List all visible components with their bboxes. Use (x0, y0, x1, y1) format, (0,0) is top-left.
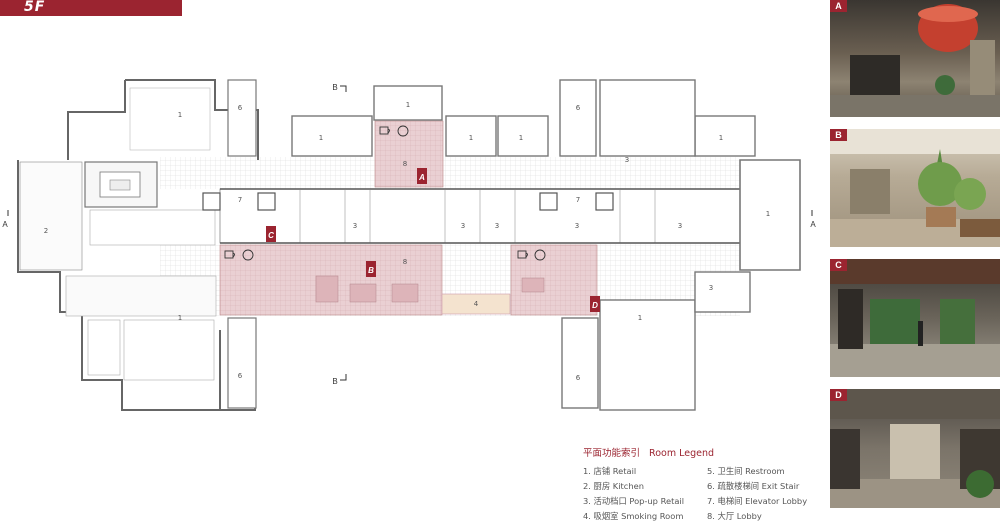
room-label: 1 (638, 314, 642, 322)
room-label: 1 (178, 111, 182, 119)
room-label: 1 (519, 134, 523, 142)
photo-b: B (830, 129, 1000, 247)
legend-item: 8. 大厅 Lobby (707, 511, 762, 521)
room-label: 4 (474, 300, 479, 308)
section-label: A (810, 220, 816, 229)
room-legend: 平面功能索引 Room Legend 1. 店铺 Retail 5. 卫生间 R… (583, 445, 823, 522)
room-label: 3 (625, 156, 629, 164)
legend-title: 平面功能索引 Room Legend (583, 445, 823, 459)
legend-item: 6. 疏散楼梯间 Exit Stair (707, 481, 800, 491)
section-label: A (2, 220, 8, 229)
legend-item: 5. 卫生间 Restroom (707, 466, 785, 476)
legend-item: 7. 电梯间 Elevator Lobby (707, 496, 808, 506)
room-label: 7 (238, 196, 242, 204)
room-label: 8 (403, 258, 407, 266)
room-label: 1 (406, 101, 410, 109)
lobby-north (374, 120, 444, 188)
legend-title-cn: 平面功能索引 (583, 448, 641, 459)
legend-title-en: Room Legend (649, 448, 715, 459)
room-label: 6 (238, 372, 243, 380)
photo-c: C (830, 259, 1000, 377)
floor-label: 5F (24, 0, 46, 15)
view-marker-b: B (368, 266, 374, 275)
floor-tag: 5F (0, 0, 182, 16)
room-label: 6 (576, 374, 581, 382)
view-marker-a: A (418, 173, 425, 182)
room-label: 1 (719, 134, 723, 142)
photo-label: A (830, 0, 847, 12)
room-label: 6 (238, 104, 243, 112)
legend-item: 2. 厨房 Kitchen (583, 481, 644, 491)
corridor-north (160, 157, 740, 189)
floor-plan: 1 1 1 1 1 1 1 1 1 2 3 3 3 3 3 3 3 4 6 6 … (2, 79, 816, 411)
view-marker-d: D (592, 301, 598, 310)
room-label: 3 (353, 222, 357, 230)
room-label: 3 (575, 222, 579, 230)
room-label: 3 (461, 222, 465, 230)
legend-item: 3. 活动档口 Pop-up Retail (583, 496, 685, 506)
room-label: 6 (576, 104, 581, 112)
photo-label: B (830, 129, 847, 141)
smoking-room (441, 293, 511, 315)
room-label: 1 (319, 134, 323, 142)
photo-label: D (830, 389, 847, 401)
room-label: 8 (403, 160, 407, 168)
photo-label: C (830, 259, 847, 271)
room-label: 1 (178, 314, 182, 322)
photo-a: A (830, 0, 1000, 117)
room-label: 1 (766, 210, 770, 218)
room-label: 3 (495, 222, 499, 230)
room-label: 2 (44, 227, 48, 235)
room-label: 3 (678, 222, 682, 230)
section-label: B (332, 83, 337, 92)
section-label: B (332, 377, 337, 386)
cafe-icon (224, 125, 546, 261)
room-label: 7 (576, 196, 580, 204)
view-marker-c: C (268, 231, 274, 240)
room-label: 3 (709, 284, 713, 292)
room-label: 1 (469, 134, 473, 142)
legend-item: 4. 吸烟室 Smoking Room (583, 511, 684, 521)
photo-d: D (830, 389, 1000, 508)
legend-item: 1. 店铺 Retail (583, 466, 637, 476)
